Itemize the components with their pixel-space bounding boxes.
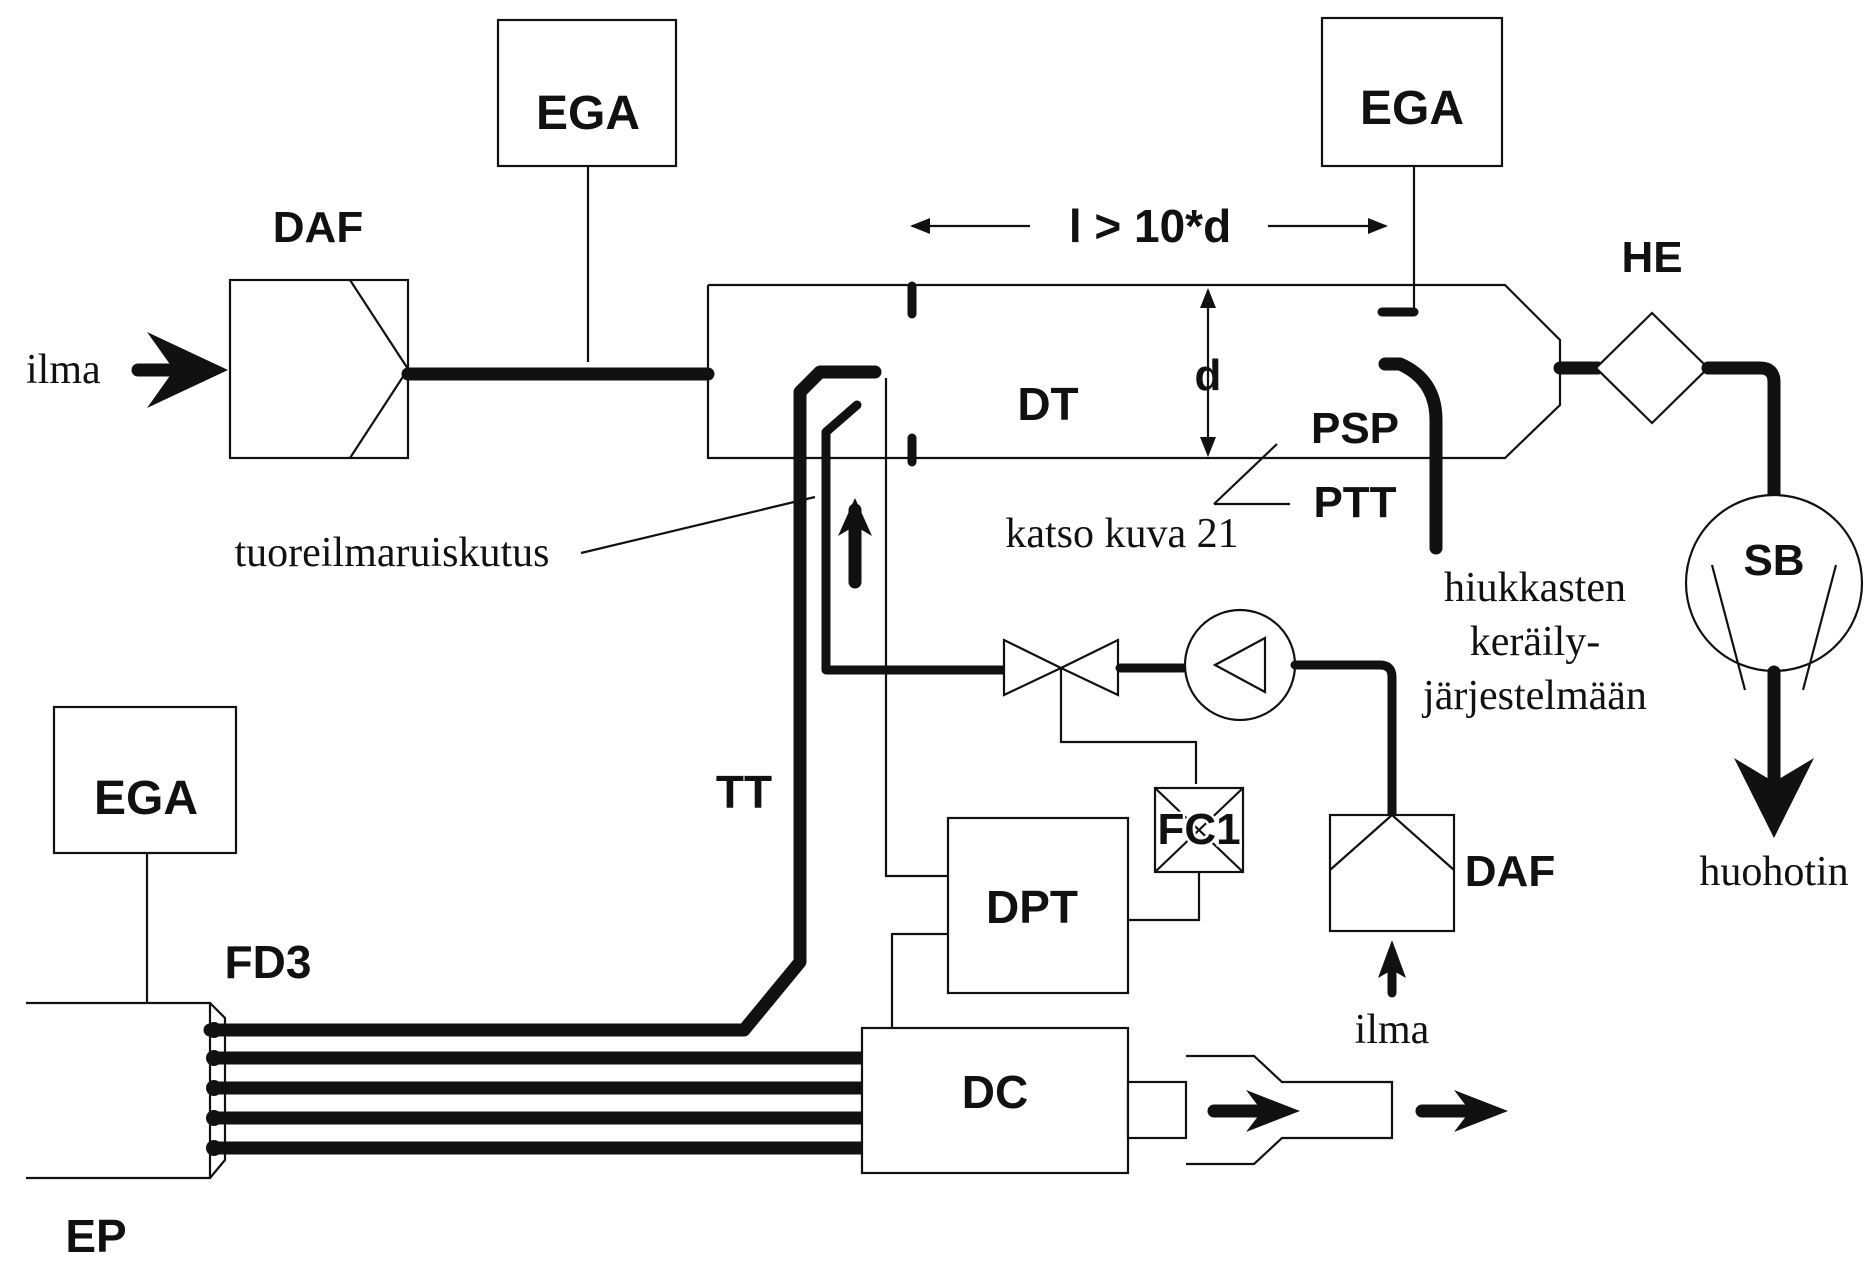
d-label: d xyxy=(1195,351,1222,400)
flow-controller-fc1: FC1 xyxy=(1127,786,1245,922)
heat-exchanger: HE xyxy=(1553,233,1781,517)
fd3-label: FD3 xyxy=(225,936,312,988)
ega-top-left-label: EGA xyxy=(536,87,640,140)
differential-pressure-transducer: DPT xyxy=(884,676,1130,1028)
dt-label: DT xyxy=(1017,378,1078,430)
tt-label: TT xyxy=(716,766,772,818)
dc-label: DC xyxy=(962,1066,1028,1118)
daf-left-label: DAF xyxy=(273,203,363,252)
katso-label: katso kuva 21 xyxy=(1005,511,1238,557)
psp-label: PSP xyxy=(1311,404,1399,453)
ega-top-right-label: EGA xyxy=(1360,82,1464,135)
hiukkasten-line-2: keräily- xyxy=(1470,619,1601,665)
fc1-label: FC1 xyxy=(1157,805,1240,854)
ega-analyzer-bottom-left: EGA xyxy=(52,705,238,1003)
particle-sampling-probe: PSP PTT katso kuva 21 xyxy=(1005,357,1443,557)
diameter-dimension: d xyxy=(1195,288,1222,457)
exhaust-pipe: EP xyxy=(26,1001,212,1262)
ilma-left-label: ilma xyxy=(26,347,101,393)
suction-blower: SB huohotin xyxy=(1684,493,1864,895)
ptt-label: PTT xyxy=(1313,478,1396,527)
length-rule-label: l > 10*d xyxy=(1069,200,1231,252)
length-dimension: l > 10*d xyxy=(910,200,1388,252)
sb-label: SB xyxy=(1743,536,1804,585)
pump xyxy=(1183,608,1397,820)
fresh-air-injection-line: tuoreilmaruiskutus xyxy=(235,378,1009,676)
ep-label: EP xyxy=(65,1210,126,1262)
transfer-tube: TT xyxy=(203,365,882,1037)
particle-collection-note: hiukkasten keräily- järjestelmään xyxy=(1421,565,1647,719)
damping-chamber: DC xyxy=(860,1026,1508,1175)
hiukkasten-line-3: järjestelmään xyxy=(1421,673,1647,719)
flow-control-valve xyxy=(1002,638,1198,784)
ega-analyzer-top-right: EGA xyxy=(1320,16,1504,317)
he-label: HE xyxy=(1621,233,1682,282)
huohotin-label: huohotin xyxy=(1699,849,1848,895)
ega-bottom-left-label: EGA xyxy=(94,772,198,825)
tuoreilma-label: tuoreilmaruiskutus xyxy=(235,530,550,576)
ega-analyzer-top-left: EGA xyxy=(496,18,678,362)
ilma-bottom-label: ilma xyxy=(1355,1007,1430,1053)
dilution-tunnel: DT xyxy=(706,281,1562,467)
dpt-label: DPT xyxy=(986,881,1078,933)
air-inlet-arrow-left: ilma xyxy=(26,332,228,408)
daf-right-label: DAF xyxy=(1465,847,1555,896)
daf-filter-left: DAF xyxy=(228,203,410,460)
hiukkasten-line-1: hiukkasten xyxy=(1444,565,1626,611)
daf-filter-right: DAF ilma xyxy=(1328,813,1555,1053)
flow-divider-fd3: FD3 xyxy=(206,936,871,1179)
